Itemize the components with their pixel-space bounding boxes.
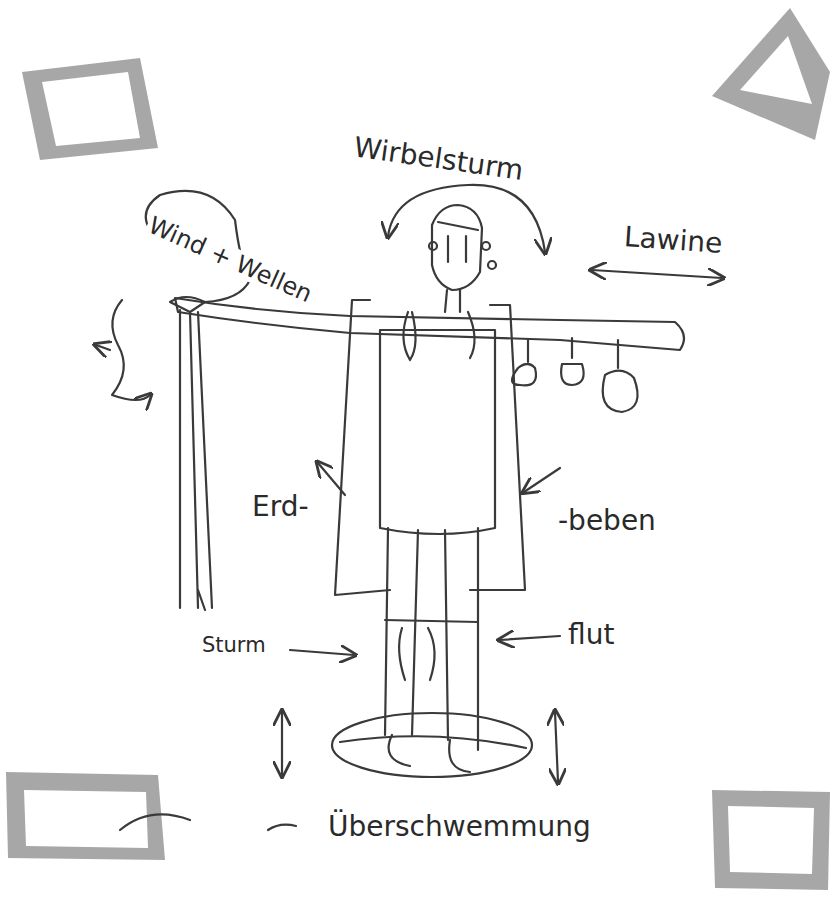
hazard-label: Überschwemmung [326, 812, 593, 843]
hazard-label: -beben [556, 506, 658, 537]
hazard-label: Erd- [250, 492, 311, 523]
hazard-label: flut [566, 620, 616, 651]
hazard-label: Wind + Wellen [143, 211, 318, 308]
hazard-label: Wirbelsturm [350, 132, 527, 187]
hazard-label: Lawine [621, 222, 725, 260]
hazard-label: Sturm [200, 634, 268, 657]
